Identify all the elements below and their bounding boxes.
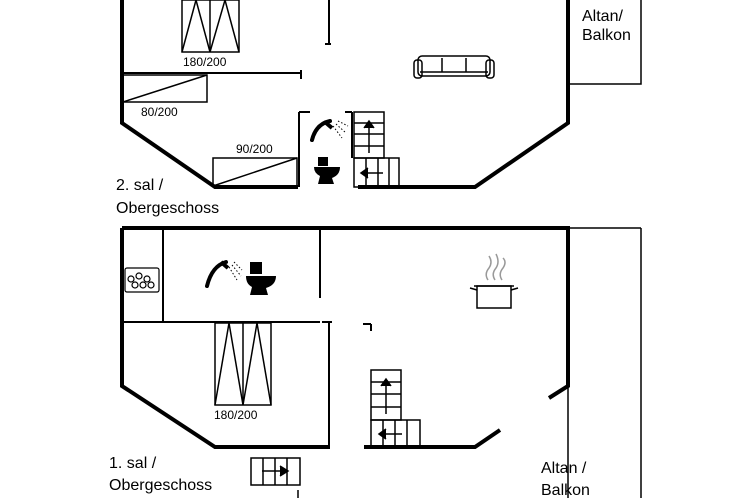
upper-bed-single-b	[212, 157, 298, 187]
upper-shower-icon	[310, 119, 349, 142]
upper-bed-single-b-label: 90/200	[236, 142, 273, 156]
upper-bed-single-a	[122, 74, 208, 103]
entrance-stairs-icon	[250, 457, 301, 498]
lower-bed-double	[214, 322, 272, 406]
cooking-pot-icon	[469, 253, 519, 309]
upper-bed-double	[181, 0, 240, 53]
lower-floor	[120, 226, 642, 498]
washing-machine-icon	[124, 267, 160, 293]
lower-toilet-icon	[246, 262, 276, 295]
upper-bed-single-a-label: 80/200	[141, 105, 178, 119]
upper-toilet-icon	[314, 157, 340, 184]
upper-bed-double-label: 180/200	[183, 55, 227, 69]
lower-bed-double-label: 180/200	[214, 408, 258, 422]
upper-floor	[120, 0, 642, 189]
lower-balcony-label-2: Balkon	[541, 482, 590, 498]
sofa-icon	[413, 55, 495, 79]
upper-balcony-label-2: Balkon	[582, 27, 631, 44]
upper-balcony-label-1: Altan/	[582, 8, 623, 25]
lower-floor-title-2: Obergeschoss	[109, 477, 212, 494]
lower-outer-wall	[120, 226, 570, 449]
upper-balcony	[567, 0, 642, 85]
lower-floor-title-1: 1. sal /	[109, 455, 157, 472]
upper-stairs-icon	[353, 111, 400, 188]
lower-stairs-icon	[370, 369, 421, 448]
upper-floor-title-2: Obergeschoss	[116, 200, 219, 217]
lower-balcony-label-1: Altan /	[541, 460, 587, 477]
lower-shower-icon	[205, 260, 243, 288]
upper-floor-title-1: 2. sal /	[116, 177, 164, 194]
